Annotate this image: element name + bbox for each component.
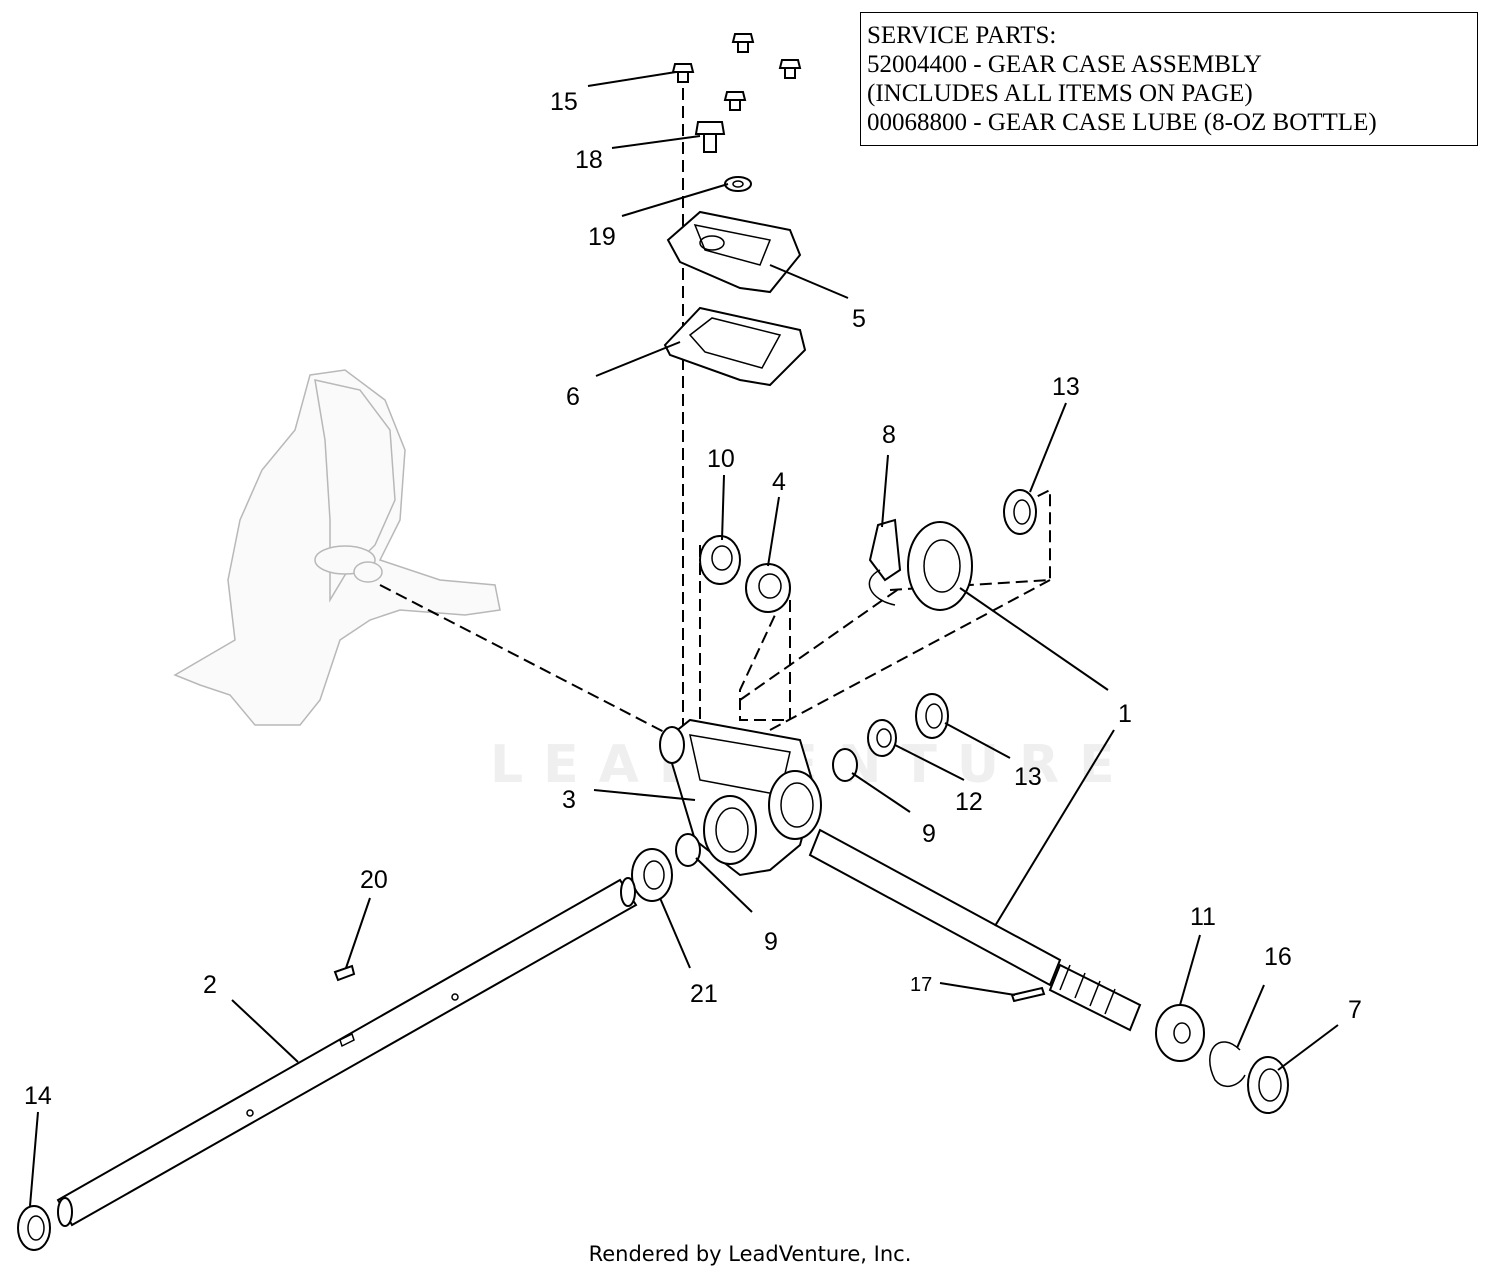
callout-3: 3 — [562, 786, 576, 814]
callout-9-lower: 9 — [764, 928, 778, 956]
callout-labels: 15 18 19 5 6 13 8 10 4 1 3 13 12 9 20 9 … — [24, 88, 1362, 1110]
callout-10: 10 — [707, 445, 735, 473]
callout-16: 16 — [1264, 943, 1292, 971]
axle-shaft-2 — [56, 877, 638, 1227]
bearing-7 — [1247, 1056, 1289, 1114]
key-20 — [333, 964, 356, 982]
gasket — [663, 306, 807, 387]
bearing-21 — [631, 848, 673, 902]
gear-case-housing — [659, 718, 822, 877]
callout-8: 8 — [882, 421, 896, 449]
bolts — [671, 33, 802, 192]
impeller-housing-ghost — [173, 369, 501, 726]
callout-20: 20 — [360, 866, 388, 894]
gear-case-cover — [666, 210, 802, 294]
callout-6: 6 — [566, 383, 580, 411]
callout-13-lower: 13 — [1014, 763, 1042, 791]
washer-9-lower — [675, 833, 701, 867]
pin-17 — [1010, 986, 1046, 1003]
bushings — [699, 535, 791, 613]
service-parts-box: SERVICE PARTS: 52004400 - GEAR CASE ASSE… — [860, 12, 1478, 146]
service-parts-line-2: (INCLUDES ALL ITEMS ON PAGE) — [867, 80, 1253, 107]
seal-13-lower — [915, 693, 949, 739]
seal-upper — [1003, 489, 1037, 535]
bearing-11 — [1155, 1004, 1205, 1062]
callout-1: 1 — [1118, 700, 1132, 728]
callout-4: 4 — [772, 468, 786, 496]
callout-7: 7 — [1348, 996, 1362, 1024]
spacer-12 — [867, 719, 897, 757]
callout-18: 18 — [575, 146, 603, 174]
leader-lines — [29, 71, 1339, 1207]
service-parts-heading: SERVICE PARTS: — [867, 22, 1057, 49]
worm-shaft — [808, 828, 1142, 1032]
bearing-14 — [17, 1205, 51, 1251]
callout-17: 17 — [910, 974, 932, 996]
callout-12: 12 — [955, 788, 983, 816]
callout-15: 15 — [550, 88, 578, 116]
callout-11: 11 — [1190, 903, 1216, 931]
callout-13-upper: 13 — [1052, 373, 1080, 401]
service-parts-line-3: 00068800 - GEAR CASE LUBE (8-OZ BOTTLE) — [867, 109, 1377, 136]
washer-9-right — [832, 748, 858, 782]
callout-9-right: 9 — [922, 820, 936, 848]
retaining-ring-16 — [1209, 1041, 1246, 1088]
gear-and-clip — [868, 518, 973, 611]
callout-19: 19 — [588, 223, 616, 251]
callout-2: 2 — [203, 971, 217, 999]
callout-5: 5 — [852, 305, 866, 333]
assembly-lines — [379, 88, 1051, 736]
footer-credit: Rendered by LeadVenture, Inc. — [588, 1242, 912, 1266]
service-parts-line-1: 52004400 - GEAR CASE ASSEMBLY — [867, 51, 1262, 78]
callout-21: 21 — [690, 980, 718, 1008]
callout-14: 14 — [24, 1082, 52, 1110]
